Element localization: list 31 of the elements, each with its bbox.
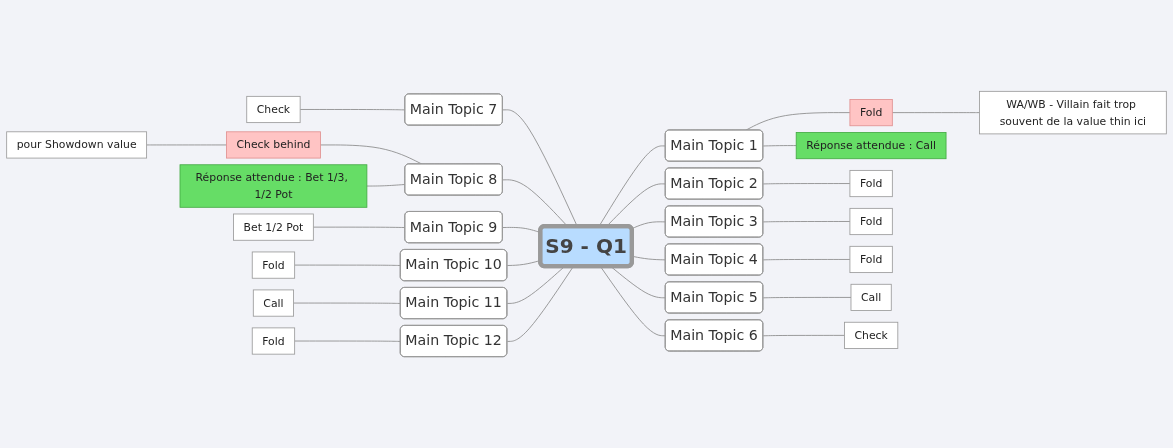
node-box: Bet 1/2 Pot [233, 213, 314, 241]
connector [762, 183, 851, 185]
connector [762, 334, 845, 337]
node-box: Fold [849, 207, 893, 236]
node-box: WA/WB - Villain fait trop souvent de la value thin ici [979, 90, 1167, 135]
node-box: Fold [849, 99, 893, 127]
node-box: Check [246, 95, 301, 124]
connector [366, 184, 406, 187]
node-box: Fold [251, 251, 296, 279]
connector [312, 226, 406, 228]
connector [891, 112, 980, 114]
connector [762, 145, 797, 147]
connector [762, 259, 851, 261]
connector [762, 297, 852, 299]
node-box: pour Showdown value [6, 131, 148, 159]
connector [146, 144, 227, 146]
connector [294, 340, 402, 342]
node-box: Réponse attendue : Call [795, 132, 947, 160]
node-box: Check behind [226, 131, 321, 159]
node-box: Call [850, 283, 892, 311]
node-box: Fold [251, 327, 296, 355]
node-box: Fold [849, 245, 893, 273]
connector [293, 302, 402, 304]
connector [762, 221, 851, 223]
connector [294, 264, 402, 266]
node-box: Call [252, 289, 294, 317]
connector [631, 221, 667, 230]
node-box: Réponse attendue : Bet 1/3, 1/2 Pot [179, 164, 368, 208]
connector [299, 109, 406, 111]
node-box: Check [844, 321, 899, 349]
node-box: Fold [849, 169, 893, 198]
